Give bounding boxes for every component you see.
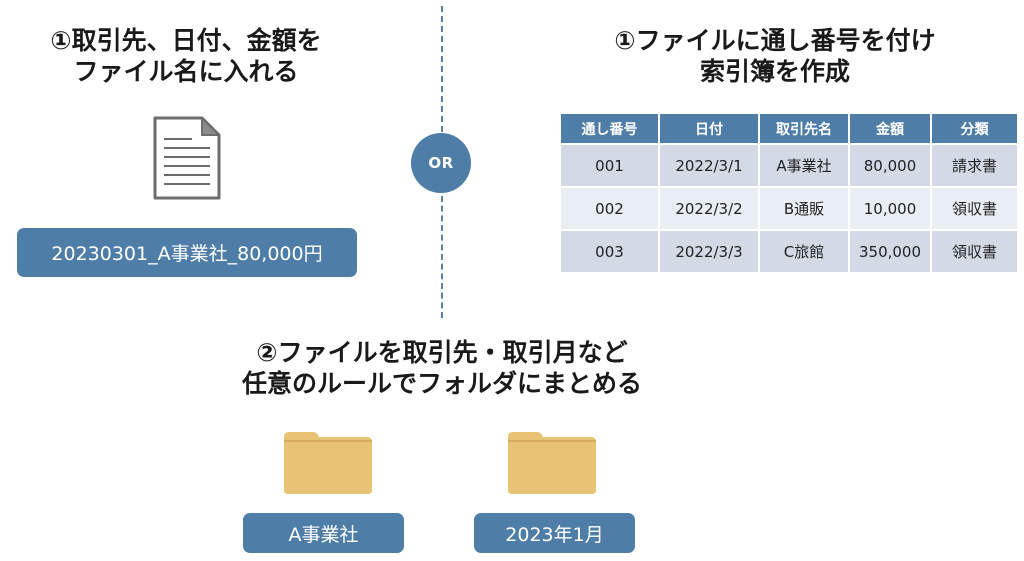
or-label: OR (428, 154, 454, 172)
right-heading-line1: ①ファイルに通し番号を付け (614, 26, 936, 55)
folder-label-2023-jan: 2023年1月 (474, 513, 635, 553)
table-cell: 領収書 (931, 186, 1017, 230)
folder-icon (508, 432, 596, 494)
table-cell: B通販 (759, 186, 850, 230)
folder-label-a-company: A事業社 (243, 513, 404, 553)
divider-line-bottom (441, 196, 443, 318)
table-cell: A事業社 (759, 143, 850, 187)
index-table: 通し番号 日付 取引先名 金額 分類 001 2022/3/1 A事業社 80,… (561, 114, 1017, 272)
folder-label-text: A事業社 (288, 523, 359, 546)
folder-label-text: 2023年1月 (505, 523, 604, 546)
table-cell: 80,000 (849, 143, 932, 187)
or-badge: OR (411, 133, 471, 193)
column-header: 金額 (849, 114, 932, 144)
table-row: 002 2022/3/2 B通販 10,000 領収書 (561, 186, 1017, 230)
table-cell: 領収書 (931, 229, 1017, 272)
bottom-heading-line1: ②ファイルを取引先・取引月など (256, 338, 628, 367)
table-cell: 350,000 (849, 229, 932, 272)
table-cell: 2022/3/1 (659, 143, 760, 187)
left-heading-line2: ファイル名に入れる (73, 57, 299, 86)
filename-example: 20230301_A事業社_80,000円 (17, 228, 357, 277)
table-cell: 2022/3/2 (659, 186, 760, 230)
column-header: 日付 (659, 114, 760, 144)
right-heading: ①ファイルに通し番号を付け 索引簿を作成 (580, 25, 970, 87)
bottom-heading: ②ファイルを取引先・取引月など 任意のルールでフォルダにまとめる (222, 337, 662, 399)
document-icon (153, 116, 221, 200)
folder-icon (284, 432, 372, 494)
table-cell: 請求書 (931, 143, 1017, 187)
table-cell: C旅館 (759, 229, 850, 272)
column-header: 通し番号 (561, 114, 660, 144)
table-cell: 002 (561, 186, 660, 230)
table-header-row: 通し番号 日付 取引先名 金額 分類 (561, 114, 1017, 144)
bottom-heading-line2: 任意のルールでフォルダにまとめる (241, 369, 642, 398)
divider-line-top (441, 6, 443, 132)
table-cell: 003 (561, 229, 660, 272)
filename-label: 20230301_A事業社_80,000円 (51, 243, 323, 265)
table-cell: 10,000 (849, 186, 932, 230)
table-cell: 001 (561, 143, 660, 187)
right-heading-line2: 索引簿を作成 (699, 57, 850, 86)
table-row: 003 2022/3/3 C旅館 350,000 領収書 (561, 229, 1017, 272)
left-heading: ①取引先、日付、金額を ファイル名に入れる (27, 25, 345, 87)
column-header: 分類 (931, 114, 1017, 144)
left-heading-line1: ①取引先、日付、金額を (50, 26, 322, 55)
table-row: 001 2022/3/1 A事業社 80,000 請求書 (561, 143, 1017, 187)
column-header: 取引先名 (759, 114, 850, 144)
table-cell: 2022/3/3 (659, 229, 760, 272)
